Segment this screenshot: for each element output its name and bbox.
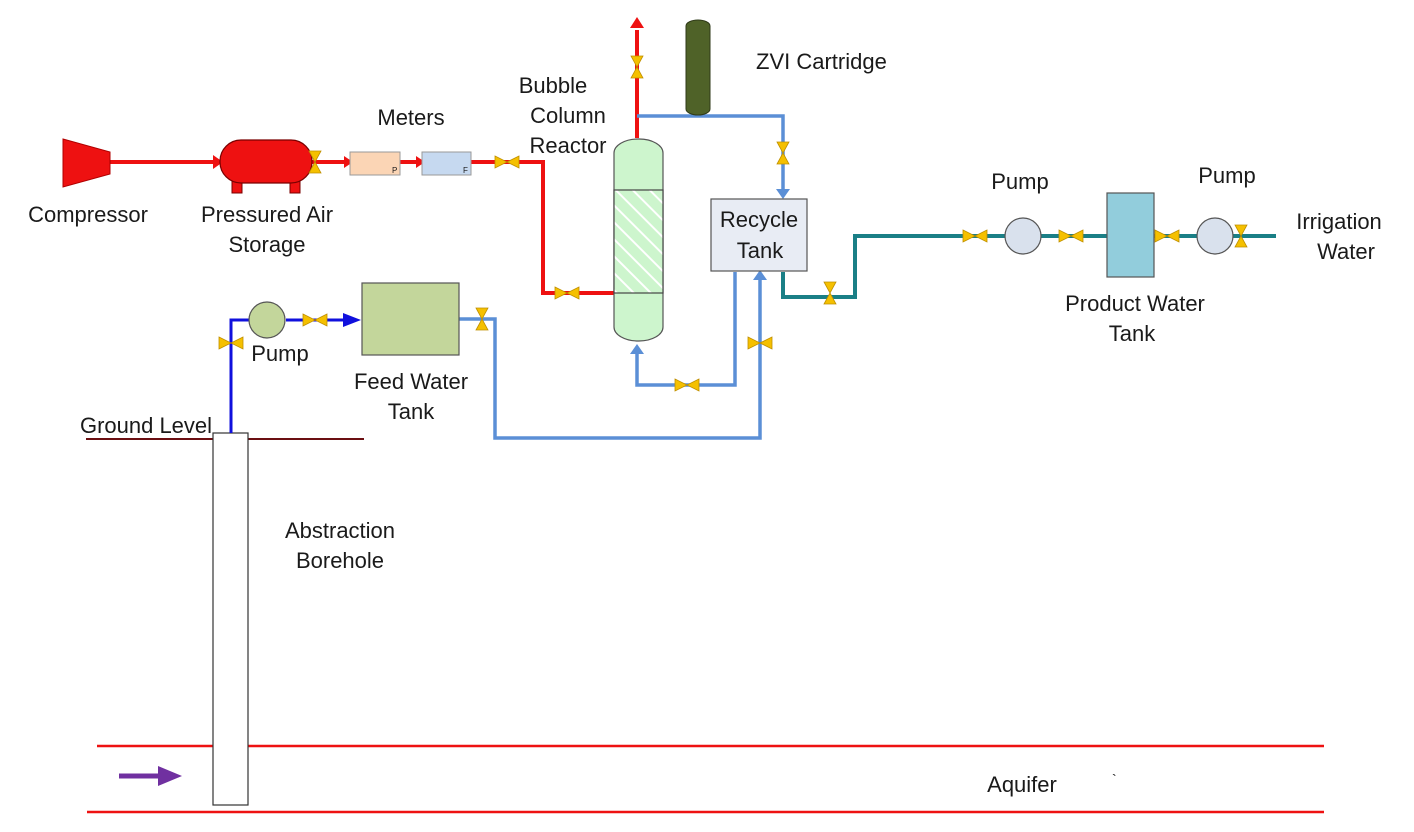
product-outlet-pump-icon	[1196, 217, 1234, 255]
air-arrowhead	[344, 156, 353, 168]
recycle-tank-label-line1: Recycle	[720, 207, 798, 232]
irrigation-water-label-line2: Water	[1317, 239, 1375, 264]
product-water-tank	[1106, 192, 1155, 278]
meter-f-label: F	[463, 166, 468, 175]
aquifer-flow-arrow	[119, 766, 182, 786]
feed-water-tank-label-line2: Tank	[388, 399, 435, 424]
irrigation-water-label-line1: Irrigation	[1296, 209, 1382, 234]
feed-pump-icon	[248, 301, 286, 339]
valve-icon	[747, 336, 773, 350]
compressor-label: Compressor	[28, 202, 148, 227]
meters-label: Meters	[377, 105, 444, 130]
valve-icon	[1154, 229, 1180, 243]
stray-mark: `	[1112, 771, 1117, 787]
recycle-arrowhead	[630, 344, 644, 354]
feed-arrowhead	[343, 313, 361, 327]
bubble-column-label-line1: Bubble	[519, 73, 588, 98]
valve-icons	[218, 55, 1248, 392]
valve-icon	[218, 336, 244, 350]
zvi-cartridge	[685, 19, 711, 116]
borehole-pipe	[229, 318, 249, 433]
abstraction-borehole-label-line1: Abstraction	[285, 518, 395, 543]
feed-pump-label: Pump	[251, 341, 308, 366]
feed-water-tank-label-line1: Feed Water	[354, 369, 468, 394]
ground-level-label: Ground Level	[80, 413, 212, 438]
pressure-meter: P	[349, 151, 401, 176]
flow-meter: F	[421, 151, 472, 176]
valve-icon	[554, 286, 580, 300]
valve-icon	[776, 141, 790, 165]
recycle-arrowhead	[753, 270, 767, 280]
compressor-icon	[62, 138, 111, 188]
product-water-tank-label-line1: Product Water	[1065, 291, 1205, 316]
recycle-tank	[710, 198, 808, 272]
valve-icon	[674, 378, 700, 392]
meter-p-label: P	[392, 166, 397, 175]
valve-icon	[823, 281, 837, 305]
valve-icon	[1058, 229, 1084, 243]
bubble-column-label-line2: Column	[530, 103, 606, 128]
product-inlet-pump-icon	[1004, 217, 1042, 255]
zvi-cartridge-label: ZVI Cartridge	[756, 49, 887, 74]
abstraction-borehole	[212, 432, 249, 806]
pressured-air-storage-label-line2: Storage	[228, 232, 305, 257]
air-arrowhead	[213, 155, 223, 169]
bubble-column-reactor	[613, 138, 664, 342]
pressured-air-storage-label-line1: Pressured Air	[201, 202, 333, 227]
aquifer-label: Aquifer	[987, 772, 1057, 797]
valve-icon	[962, 229, 988, 243]
product-outlet-pump-label: Pump	[1198, 163, 1255, 188]
valve-icon	[308, 150, 322, 174]
valve-icon	[475, 307, 489, 331]
air-arrowhead	[416, 156, 425, 168]
valve-icon	[1234, 224, 1248, 248]
valve-icon	[494, 155, 520, 169]
valve-icon	[302, 313, 328, 327]
valve-icon	[630, 55, 644, 79]
bubble-column-label-line3: Reactor	[529, 133, 606, 158]
abstraction-borehole-label-line2: Borehole	[296, 548, 384, 573]
recycle-arrowhead	[776, 189, 790, 199]
product-water-tank-label-line2: Tank	[1109, 321, 1156, 346]
pressured-air-storage-tank	[219, 139, 313, 194]
recycle-tank-label-line2: Tank	[737, 238, 784, 263]
vent-arrowhead	[630, 17, 644, 28]
product-inlet-pump-label: Pump	[991, 169, 1048, 194]
feed-water-tank	[361, 282, 460, 356]
